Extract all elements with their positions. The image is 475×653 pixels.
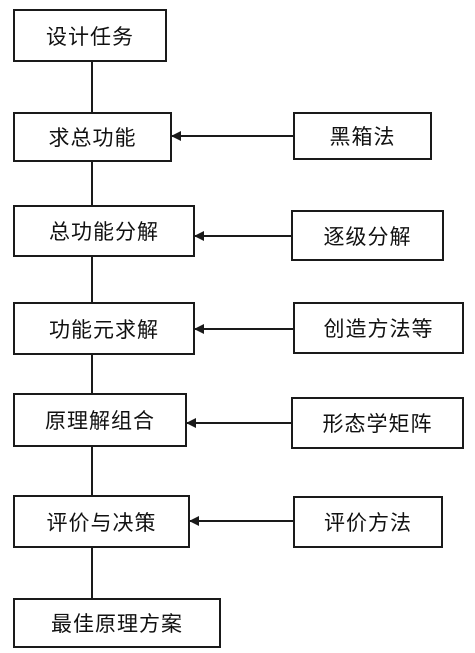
step-function-element-solving-label: 功能元求解	[49, 317, 159, 342]
step-design-task-label: 设计任务	[46, 24, 134, 49]
method-creative-methods: 创造方法等	[293, 302, 464, 354]
step-principle-combination-label: 原理解组合	[45, 409, 155, 433]
method-black-box: 黑箱法	[293, 112, 432, 160]
step-function-decomposition-label: 总功能分解	[49, 220, 159, 244]
method-stepwise-decomposition: 逐级分解	[291, 210, 444, 261]
step-evaluation-decision: 评价与决策	[13, 495, 190, 548]
method-black-box-label: 黑箱法	[329, 125, 396, 149]
step-function-decomposition: 总功能分解	[13, 205, 195, 257]
method-morphological-matrix-label: 形态学矩阵	[322, 412, 433, 436]
method-evaluation-methods-label: 评价方法	[324, 511, 412, 535]
step-design-task: 设计任务	[13, 9, 167, 62]
method-stepwise-decomposition-label: 逐级分解	[323, 224, 412, 249]
step-best-principle-scheme: 最佳原理方案	[13, 598, 221, 648]
step-function-element-solving: 功能元求解	[13, 302, 195, 355]
step-best-principle-scheme-label: 最佳原理方案	[51, 612, 183, 636]
method-creative-methods-label: 创造方法等	[323, 317, 434, 341]
method-morphological-matrix: 形态学矩阵	[291, 397, 464, 449]
step-evaluation-decision-label: 评价与决策	[46, 510, 157, 535]
step-overall-function: 求总功能	[13, 112, 172, 162]
step-overall-function-label: 求总功能	[48, 126, 137, 150]
step-principle-combination: 原理解组合	[13, 393, 187, 447]
method-evaluation-methods: 评价方法	[293, 496, 443, 548]
